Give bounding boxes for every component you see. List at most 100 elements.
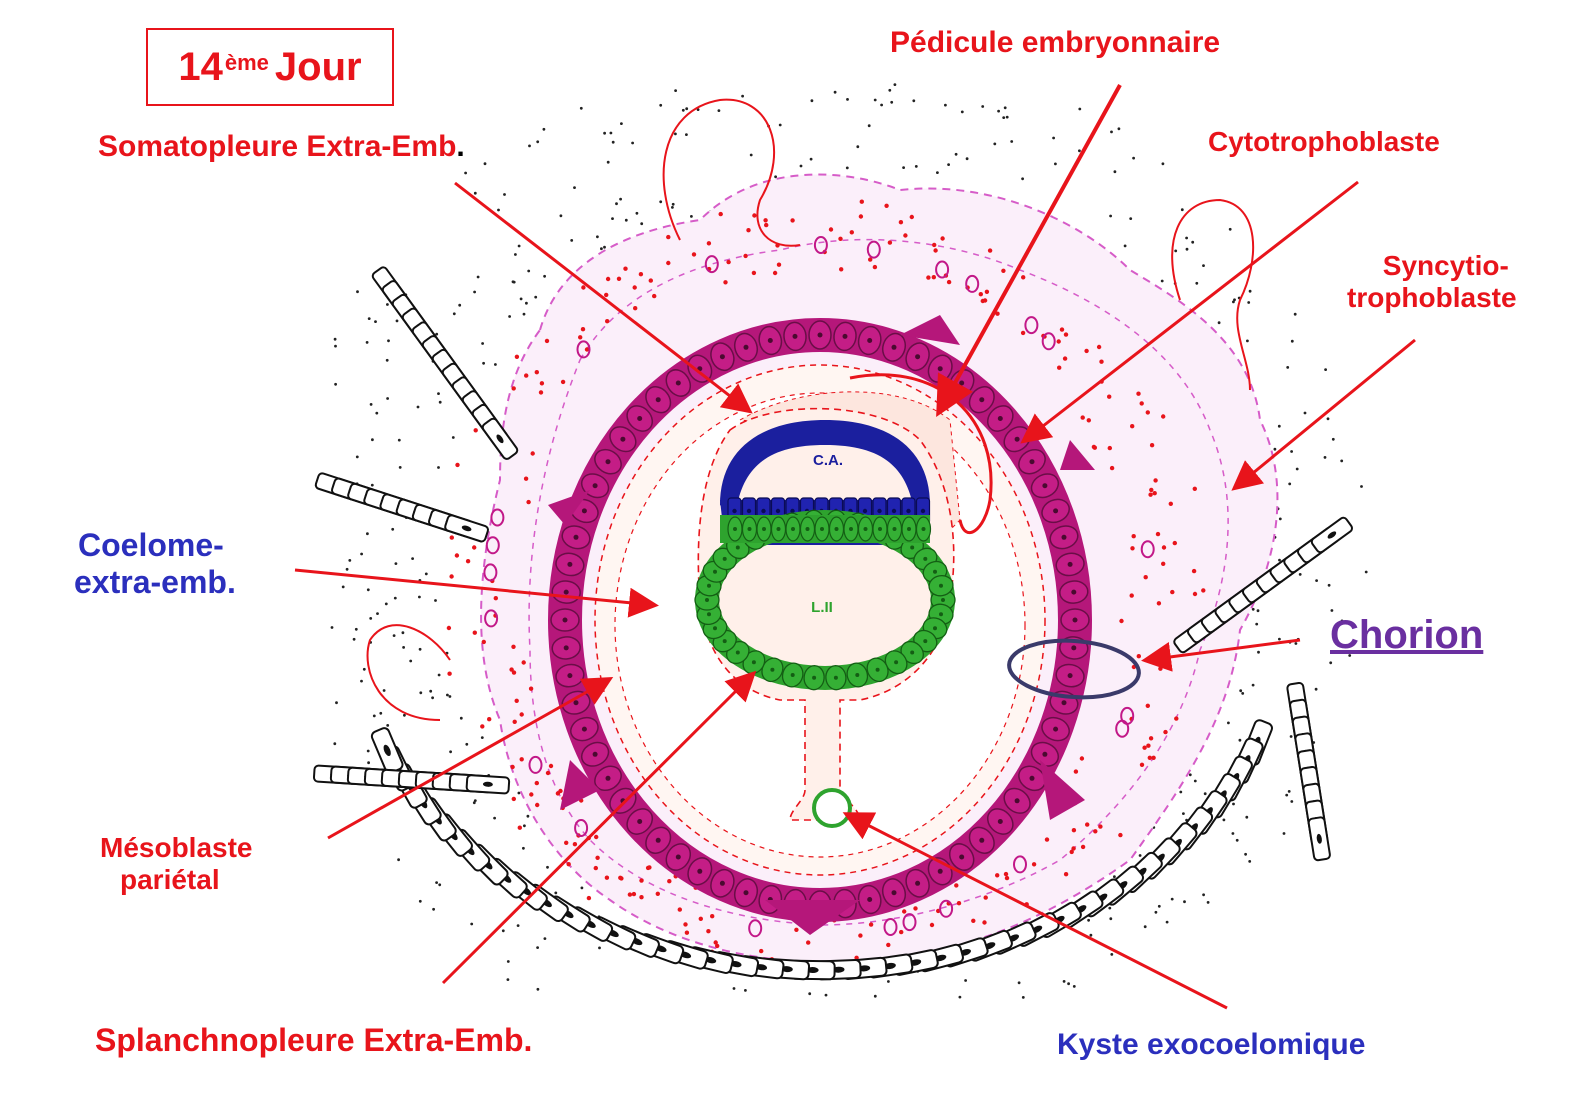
chorion-outline (1007, 638, 1141, 700)
stipple-dot (476, 275, 480, 279)
stipple-dot (1109, 917, 1113, 921)
stipple-dot (418, 647, 422, 651)
cytotrophoblast-nucleus (592, 483, 598, 489)
stipple-dot (473, 799, 477, 802)
epithelial-nucleus (383, 744, 391, 757)
stipple-dot (1206, 901, 1210, 904)
syncytio-dot (572, 842, 578, 847)
stipple-dot (501, 929, 505, 933)
syncytio-dot (1146, 743, 1151, 748)
hypoblast-top-nucleus (878, 527, 882, 531)
stipple-dot (1003, 106, 1007, 110)
stipple-dot (465, 742, 469, 746)
stipple-dot (893, 83, 897, 86)
stipple-dot (1143, 925, 1147, 929)
epithelial-nucleus (461, 525, 472, 532)
syncytio-dot (514, 354, 520, 359)
stipple-dot (459, 716, 463, 720)
syncytio-dot (511, 670, 517, 675)
stipple-dot (810, 99, 814, 103)
stipple-dot (873, 994, 877, 998)
syncytio-nucleus (704, 255, 719, 274)
syncytio-dot (526, 499, 531, 505)
epiblast-nucleus (761, 508, 766, 514)
stipple-dot (1315, 579, 1318, 582)
syncytio-dot (858, 214, 864, 219)
syncytio-dot (978, 292, 983, 297)
stipple-dot (435, 332, 439, 336)
stipple-dot (1360, 485, 1363, 488)
syncytio-dot (647, 865, 652, 870)
syncytio-dot (839, 267, 844, 272)
syncytio-dot (1142, 745, 1147, 750)
syncytio-dot (886, 942, 891, 948)
hypoblast-nucleus (705, 598, 709, 602)
syncytio-nucleus (485, 536, 500, 555)
cytotrophoblast-nucleus (1061, 534, 1067, 540)
syncytio-dot (752, 213, 757, 218)
stipple-dot (1108, 906, 1112, 910)
syncytio-dot (1063, 332, 1069, 337)
syncytio-dot (956, 901, 962, 906)
stipple-dot (1277, 424, 1281, 428)
syncytio-nucleus (528, 755, 543, 774)
hypoblast-nucleus (910, 650, 915, 655)
syncytio-dot (1145, 410, 1151, 415)
hypoblast-top-nucleus (834, 527, 839, 531)
stipple-dot (902, 166, 905, 170)
stipple-dot (1193, 779, 1197, 783)
cytotrophoblast-nucleus (867, 338, 873, 343)
stipple-dot (369, 617, 373, 620)
stipple-dot (397, 438, 401, 442)
cytotrophoblast-nucleus (959, 854, 965, 860)
hypoblast-nucleus (910, 545, 915, 550)
syncytio-dot (1109, 465, 1115, 471)
syncytio-dot (511, 644, 516, 649)
stipple-dot (1161, 162, 1165, 166)
syncytio-dot (510, 764, 515, 770)
syncytio-nucleus (813, 236, 828, 254)
stipple-dot (603, 131, 606, 135)
stipple-dot (631, 141, 634, 145)
stipple-dot (964, 979, 967, 982)
stipple-dot (1327, 583, 1331, 587)
arrow-cytotrophoblaste (1020, 180, 1359, 444)
stipple-dot (333, 337, 337, 341)
epiblast-cells (727, 497, 931, 525)
syncytio-dot (1155, 531, 1161, 537)
stipple-dot (362, 667, 366, 671)
stipple-dot (1182, 812, 1185, 815)
stipple-dot (393, 596, 397, 600)
cytotrophoblast-nucleus (1067, 673, 1073, 679)
cytotrophoblast-nucleus (792, 333, 798, 339)
amniotic-cavity-label: C.A. (813, 452, 843, 469)
syncytio-dot (775, 243, 780, 248)
cytotrophoblast-nucleus (937, 868, 943, 874)
stipple-dot (1110, 130, 1113, 134)
cytotrophoblast-nucleus (563, 589, 569, 595)
stipple-dot (1248, 860, 1252, 863)
stipple-dot (438, 400, 442, 404)
syncytio-dot (884, 203, 889, 208)
stipple-dot (514, 253, 517, 256)
stipple-dot (965, 157, 969, 161)
syncytio-dot (1118, 832, 1123, 838)
syncytio-dot (1031, 862, 1037, 867)
stipple-dot (398, 466, 402, 469)
cytotrophoblast-nucleus (592, 751, 598, 757)
stipple-dot (1273, 447, 1277, 451)
syncytio-dot (519, 757, 524, 762)
stipple-dot (1021, 177, 1024, 181)
syncytio-dot (683, 922, 688, 927)
syncytio-dot (619, 876, 624, 881)
label-kyste: Kyste exocoelomique (1057, 1028, 1366, 1061)
syncytio-dot (631, 891, 637, 897)
syncytio-dot (447, 671, 452, 676)
stipple-dot (345, 567, 349, 571)
hypoblast-top-nucleus (863, 527, 868, 531)
syncytio-dot (1091, 444, 1097, 450)
stipple-dot (522, 846, 525, 850)
stipple-dot (1293, 312, 1297, 316)
label-mesoblaste-line1: Mésoblaste (100, 832, 253, 863)
